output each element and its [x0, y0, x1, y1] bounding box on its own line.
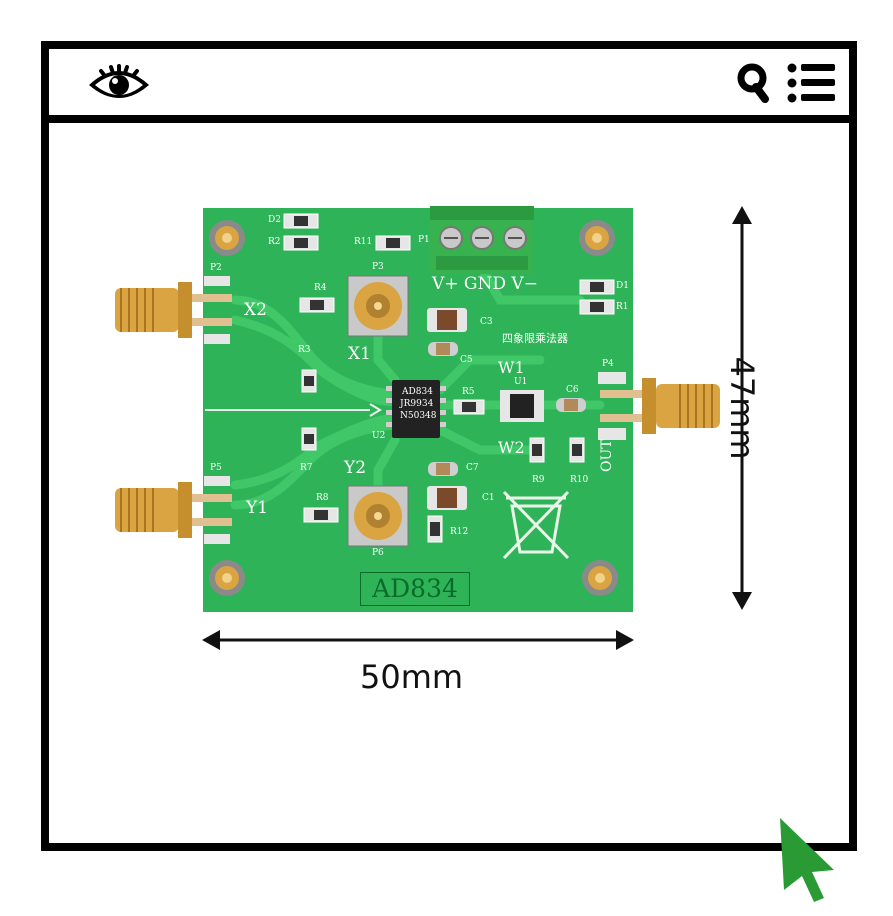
height-dimension-arrow [732, 206, 752, 610]
mounting-screw-bottom-left [209, 560, 245, 596]
chip-text-line-3: N50348 [400, 411, 437, 421]
capacitor-c6 [556, 398, 586, 412]
terminal-label: V+ GND V− [432, 274, 538, 294]
label-p2: P2 [210, 263, 222, 273]
label-p1: P1 [418, 235, 430, 245]
sma-connector-y1 [115, 482, 232, 538]
label-r2: R2 [268, 237, 281, 247]
label-c6: C6 [566, 385, 579, 395]
width-dimension-label: 50mm [360, 658, 464, 696]
label-c1: C1 [482, 493, 495, 503]
label-d1: D1 [616, 281, 629, 291]
capacitor-c3 [427, 308, 467, 332]
sma-board-x1 [347, 275, 409, 337]
label-x2: X2 [244, 300, 267, 320]
height-dimension-label: 47mm [723, 356, 761, 460]
label-r1: R1 [616, 302, 629, 312]
label-r9: R9 [532, 475, 545, 485]
power-terminal-block [430, 206, 534, 274]
label-u1: U1 [514, 377, 528, 387]
label-c5: C5 [460, 355, 473, 365]
label-w1: W1 [498, 358, 525, 377]
ad834-chip [386, 380, 446, 438]
window-frame [41, 41, 857, 851]
capacitor-c1 [427, 486, 467, 510]
search-icon[interactable] [737, 63, 771, 103]
capacitor-c5 [428, 342, 458, 356]
sma-connector-out [600, 378, 720, 434]
label-r11: R11 [354, 237, 373, 247]
chinese-label: 四象限乘法器 [502, 332, 568, 345]
label-y1: Y1 [246, 498, 269, 518]
label-r7: R7 [300, 463, 313, 473]
width-dimension-arrow [202, 630, 634, 650]
label-w2: W2 [498, 438, 525, 457]
label-c7: C7 [466, 463, 479, 473]
label-r5: R5 [462, 387, 475, 397]
menu-list-icon[interactable] [787, 63, 837, 103]
label-x1: X1 [348, 344, 371, 364]
label-d2: D2 [268, 215, 281, 225]
label-r8: R8 [316, 493, 329, 503]
eye-icon[interactable] [87, 63, 151, 103]
label-p3: P3 [372, 262, 384, 272]
solder-pads [204, 276, 626, 544]
label-r12: R12 [450, 527, 469, 537]
label-c3: C3 [480, 317, 493, 327]
label-r10: R10 [570, 475, 589, 485]
board-silkscreen-label: AD834 [360, 572, 470, 606]
regulator-u1 [500, 390, 544, 422]
weee-symbol [502, 490, 570, 560]
label-r4: R4 [314, 283, 327, 293]
label-p5: P5 [210, 463, 222, 473]
sma-connector-x2 [115, 282, 232, 338]
toolbar [49, 49, 849, 123]
label-r3: R3 [298, 345, 311, 355]
label-p6: P6 [372, 548, 384, 558]
mounting-screw-bottom-right [582, 560, 618, 596]
mounting-screw-top-right [579, 220, 615, 256]
cursor-arrow-icon [780, 818, 834, 902]
sma-board-y2 [347, 485, 409, 547]
capacitor-c7 [428, 462, 458, 476]
chip-text-line-1: AD834 [402, 387, 433, 397]
label-p4: P4 [602, 359, 614, 369]
label-y2: Y2 [344, 458, 367, 478]
mounting-screw-top-left [209, 220, 245, 256]
chip-text-line-2: JR9934 [400, 399, 434, 409]
label-u2: U2 [372, 431, 386, 441]
label-out: OUT [599, 439, 615, 472]
